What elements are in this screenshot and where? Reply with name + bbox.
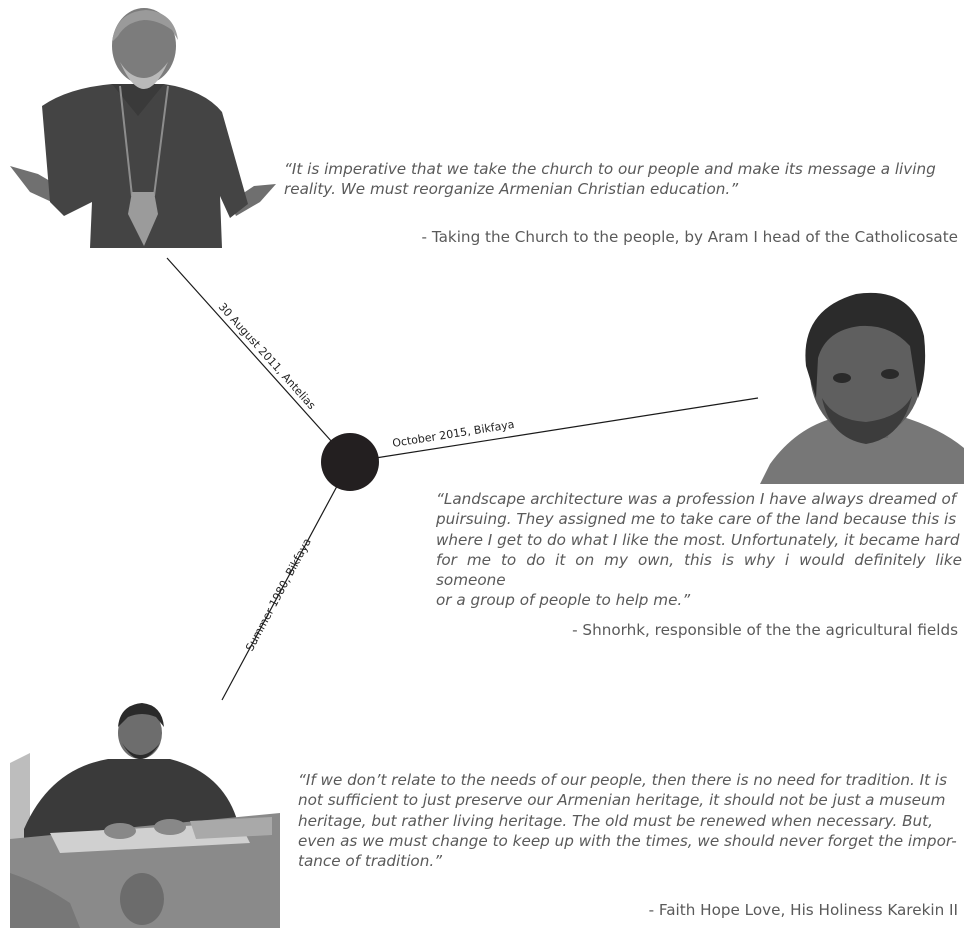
quote-line: “It is imperative that we take the churc… (284, 160, 936, 178)
quote-line: not sufficient to just preserve our Arme… (298, 791, 946, 810)
quote-line: “If we don’t relate to the needs of our … (298, 771, 948, 789)
timeline-label-karekin: Summer 1980, Bikfaya (243, 536, 314, 653)
portrait-aram (10, 8, 276, 248)
citation-aram: - Taking the Church to the people, by Ar… (421, 228, 958, 246)
portrait-shnorhk (760, 292, 964, 484)
portrait-karekin (10, 703, 280, 928)
quote-line: puirsuing. They assigned me to take care… (436, 510, 957, 529)
connector-line-karekin (221, 461, 351, 701)
quote-line: heritage, but rather living heritage. Th… (298, 811, 933, 830)
citation-karekin: - Faith Hope Love, His Holiness Karekin … (648, 901, 958, 919)
connector-line-shnorhk (349, 397, 759, 463)
quote-line: “Landscape architecture was a profession… (436, 490, 957, 508)
quote-line: tance of tradition.” (298, 852, 443, 871)
timeline-hub (321, 433, 379, 491)
quote-line: even as we must change to keep up with t… (298, 831, 957, 850)
quote-line: for me to do it on my own, this is why i… (436, 550, 962, 590)
quote-line: reality. We must reorganize Armenian Chr… (284, 180, 739, 199)
quote-aram: “It is imperative that we take the churc… (284, 159, 962, 200)
timeline-label-shnorhk: October 2015, Bikfaya (391, 418, 515, 450)
quote-line: or a group of people to help me.” (436, 591, 691, 610)
connector-line-aram (166, 257, 351, 463)
citation-shnorhk: - Shnorhk, responsible of the the agricu… (572, 621, 958, 639)
quote-karekin: “If we don’t relate to the needs of our … (298, 770, 962, 871)
timeline-label-aram: 30 August 2011, Antelias (216, 300, 319, 412)
quote-line: where I get to do what I like the most. … (436, 530, 960, 549)
quote-shnorhk: “Landscape architecture was a profession… (436, 489, 962, 611)
